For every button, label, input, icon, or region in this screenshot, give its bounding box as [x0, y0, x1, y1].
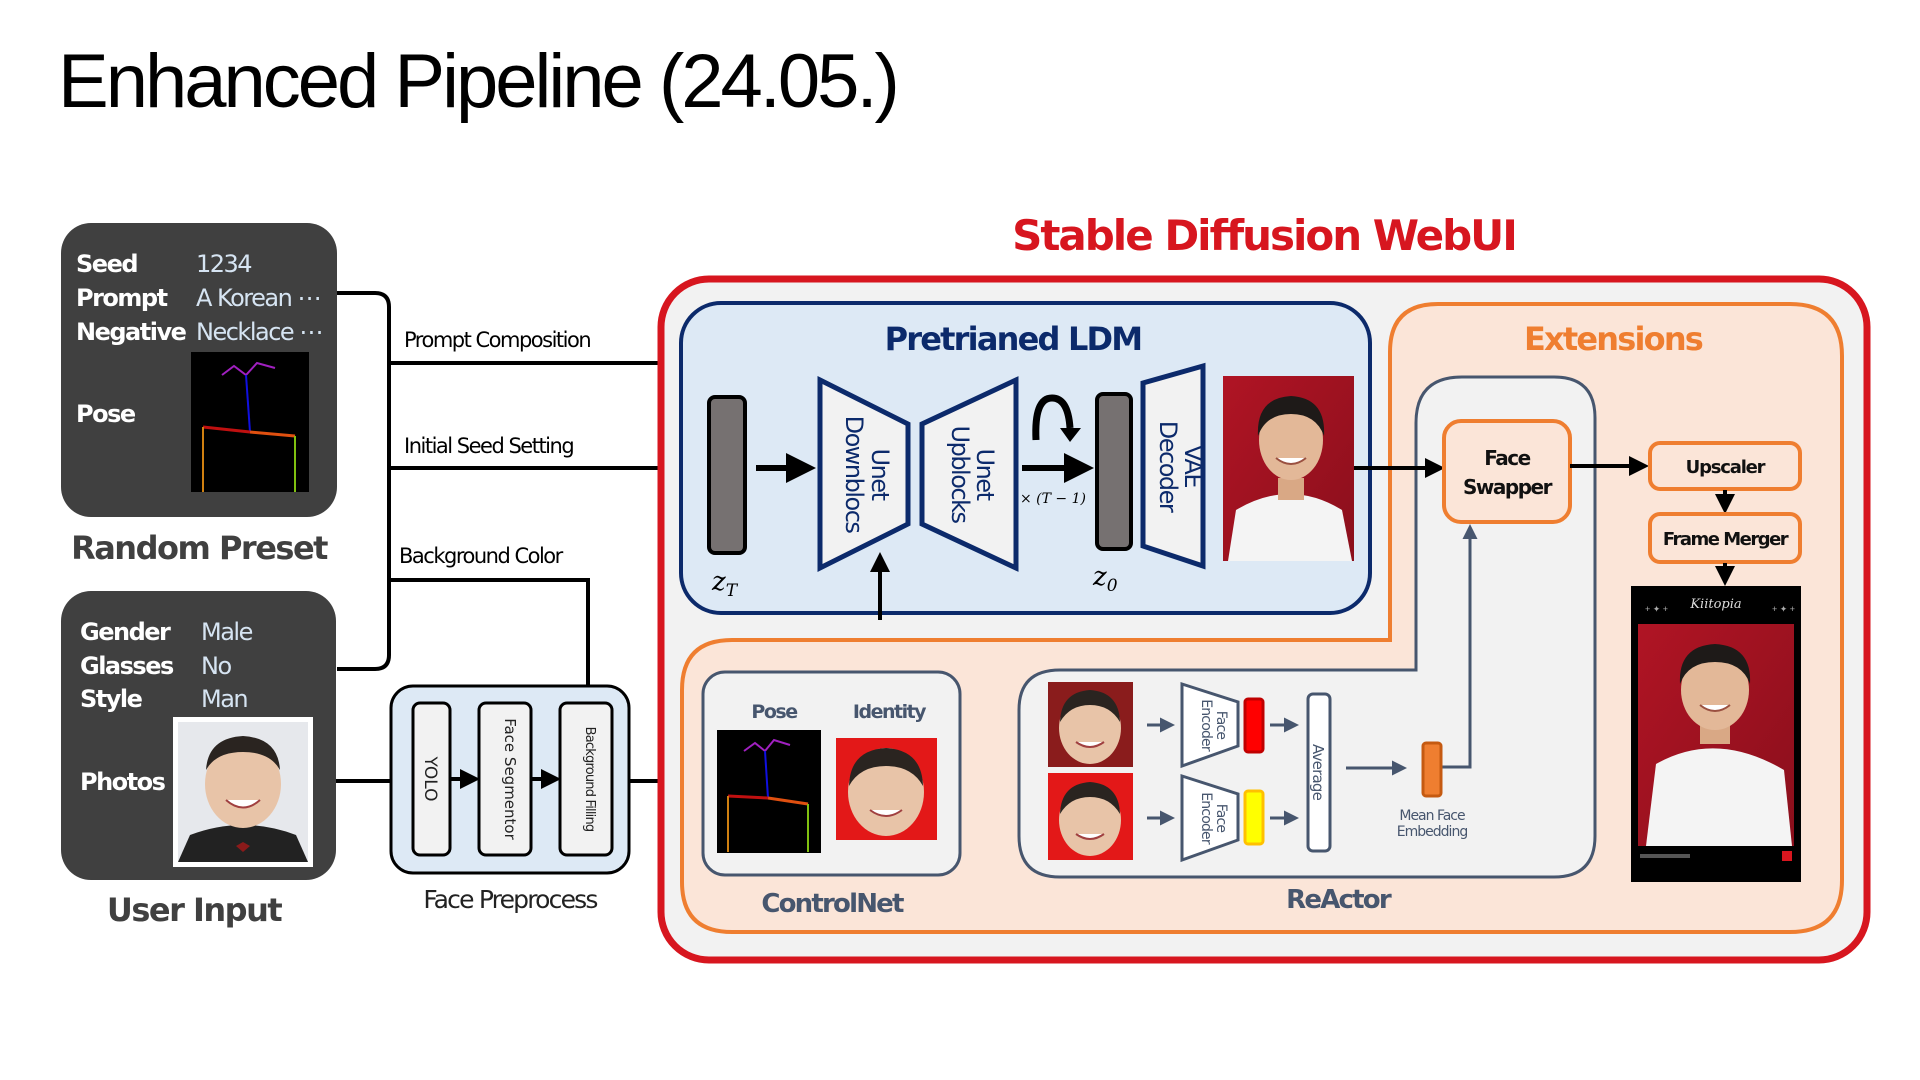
preset-value-seed: 1234: [196, 250, 251, 278]
controlnet-pose-image: [717, 730, 821, 853]
mean-embedding-label-1: Mean Face: [1399, 808, 1465, 824]
unet-upblocks: [919, 376, 1019, 572]
loop-icon: [1032, 394, 1081, 442]
input-value-gender: Male: [201, 618, 253, 646]
reactor-label: ReActor: [1286, 885, 1392, 915]
vae-label-2: Decoder: [1154, 421, 1182, 513]
final-framed-image: Kiitopia + ✦ + + ✦ +: [1631, 586, 1801, 882]
input-key-photos: Photos: [80, 768, 166, 796]
input-key-style: Style: [80, 685, 143, 713]
unet-upblocks-label-1: Unet: [971, 449, 999, 501]
background-color-label: Background Color: [399, 544, 564, 568]
random-preset-label: Random Preset: [71, 529, 328, 567]
sparkle-left-icon: + ✦ +: [1645, 604, 1668, 614]
reactor-face-2: [1048, 773, 1133, 860]
input-key-glasses: Glasses: [80, 652, 174, 680]
frame-merger-block: [1648, 512, 1802, 564]
mean-embedding-label-2: Embedding: [1397, 824, 1468, 840]
latent-zt: [707, 395, 747, 555]
extensions-title: Extensions: [1524, 320, 1703, 358]
mean-face-embedding: [1421, 741, 1443, 798]
controlnet-label: ControlNet: [761, 889, 904, 919]
upscaler-label: Upscaler: [1686, 457, 1766, 478]
unet-downblocks: [817, 375, 911, 573]
sparkle-right-icon: + ✦ +: [1772, 604, 1795, 614]
face-swapper-label-2: Swapper: [1463, 475, 1553, 499]
preset-value-negative: Necklace ⋯: [196, 318, 322, 346]
loop-count-label: × (T − 1): [1020, 491, 1086, 507]
upscaler-block: [1648, 441, 1802, 491]
unet-downblocks-label-1: Unet: [866, 449, 894, 501]
face-preprocess-block: YOLO Face Segmentor Background Filling: [389, 684, 631, 875]
preset-key-negative: Negative: [76, 318, 187, 346]
step-yolo: YOLO: [420, 755, 440, 801]
generated-portrait-image: [1223, 376, 1354, 561]
initial-seed-setting-label: Initial Seed Setting: [404, 434, 573, 458]
vae-decoder: [1140, 362, 1206, 570]
latent-z0: [1095, 392, 1133, 551]
prompt-composition-label: Prompt Composition: [404, 328, 590, 352]
average-label: Average: [1309, 744, 1327, 801]
face-swapper-block: [1442, 419, 1572, 524]
random-preset-panel: Seed 1234 Prompt A Korean ⋯ Negative Nec…: [61, 223, 337, 517]
face-encoder-1-label-1: Face: [1213, 711, 1229, 740]
input-value-glasses: No: [201, 652, 231, 680]
frame-brand-text: Kiitopia: [1689, 597, 1741, 612]
embedding-red: [1243, 697, 1265, 754]
user-photo-image: [173, 717, 313, 867]
vae-label-1: VAE: [1179, 445, 1207, 487]
face-encoder-2-label-2: Encoder: [1198, 792, 1214, 845]
face-swapper-label-1: Face: [1484, 446, 1530, 470]
embedding-yellow: [1243, 789, 1265, 846]
step-background-filling: Background Filling: [582, 727, 597, 832]
preset-key-seed: Seed: [76, 250, 137, 278]
input-key-gender: Gender: [80, 618, 171, 646]
controlnet-pose-label: Pose: [751, 701, 797, 723]
reactor-face-1: [1048, 682, 1133, 767]
input-value-style: Man: [201, 685, 247, 713]
preset-key-prompt: Prompt: [76, 284, 168, 312]
preset-value-prompt: A Korean ⋯: [196, 284, 320, 312]
user-input-panel: Gender Male Glasses No Style Man Photos: [61, 591, 336, 880]
user-input-label: User Input: [107, 891, 283, 929]
face-encoder-2: [1180, 773, 1240, 863]
face-encoder-1-label-2: Encoder: [1198, 699, 1214, 752]
average-block: [1306, 692, 1332, 853]
step-face-segmentor: Face Segmentor: [501, 718, 519, 840]
face-encoder-1: [1180, 681, 1240, 769]
ldm-title: Pretrianed LDM: [885, 320, 1142, 358]
controlnet-identity-image: [836, 738, 937, 840]
face-encoder-2-label-1: Face: [1213, 804, 1229, 833]
webui-title: Stable Diffusion WebUI: [1012, 211, 1516, 260]
frame-merger-label: Frame Merger: [1663, 529, 1789, 550]
preset-key-pose: Pose: [76, 400, 136, 428]
page-title: Enhanced Pipeline (24.05.): [58, 39, 897, 124]
controlnet-identity-label: Identity: [853, 701, 927, 723]
unet-upblocks-label-2: Upblocks: [946, 426, 974, 524]
face-preprocess-label: Face Preprocess: [423, 885, 597, 914]
unet-downblocks-label-2: Downblocs: [840, 416, 868, 534]
pose-skeleton-image: [191, 352, 309, 492]
